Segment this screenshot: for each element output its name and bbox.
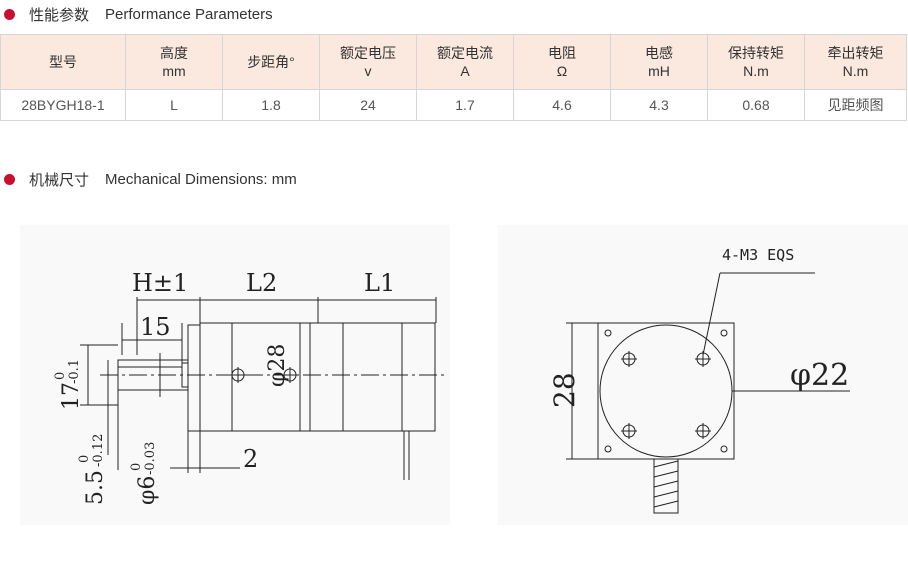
- cell-step-angle: 1.8: [222, 89, 320, 121]
- cell-pullout-torque: 见距频图: [804, 89, 907, 121]
- header-step-angle: 步距角°: [222, 34, 320, 90]
- label-dia17: 17: [59, 382, 84, 410]
- label-l1: L1: [364, 269, 395, 297]
- label-shaft-length: 15: [140, 313, 171, 341]
- performance-title-cn: 性能参数: [29, 6, 90, 24]
- mechanical-section-header: 机械尺寸 Mechanical Dimensions: mm: [0, 168, 297, 190]
- label-flat55-group: 5.5 -0.12 0: [77, 434, 108, 505]
- red-bullet-icon: [4, 173, 15, 185]
- label-shaft6-group: φ6 -0.03 0: [129, 442, 160, 505]
- mechanical-title-cn: 机械尺寸: [29, 171, 90, 189]
- cell-model: 28BYGH18-1: [0, 89, 126, 121]
- cell-height: L: [125, 89, 223, 121]
- performance-section-header: 性能参数 Performance Parameters: [0, 3, 273, 25]
- label-dia22: φ22: [790, 358, 849, 393]
- label-flat55-tol: -0.12: [91, 434, 106, 467]
- label-dia17-group: 17 -0.1 0: [53, 359, 84, 410]
- label-dia17-tol: -0.1: [67, 359, 82, 384]
- cell-inductance: 4.3: [610, 89, 708, 121]
- front-view-panel: [498, 225, 908, 525]
- table-row: 28BYGH18-1 L 1.8 24 1.7 4.6 4.3 0.68 见距频…: [0, 89, 907, 121]
- drawing-svg: H±1 L2 L1 15 φ28 2 17 -0.1 0 5.5 -0.12 0…: [20, 225, 908, 525]
- label-shaft6: φ6: [135, 476, 160, 505]
- label-shaft6-tol: -0.03: [143, 442, 158, 475]
- side-view: [80, 297, 445, 480]
- label-size28: 28: [548, 372, 581, 408]
- front-view: [566, 272, 850, 514]
- red-bullet-icon: [4, 8, 15, 20]
- label-screws: 4-M3 EQS: [722, 246, 794, 264]
- label-shaft6-zero: 0: [129, 463, 144, 471]
- header-model: 型号: [0, 34, 126, 90]
- label-h-tol: H±1: [132, 269, 188, 297]
- cell-rated-voltage: 24: [319, 89, 417, 121]
- cell-holding-torque: 0.68: [707, 89, 805, 121]
- mechanical-drawing: H±1 L2 L1 15 φ28 2 17 -0.1 0 5.5 -0.12 0…: [0, 205, 908, 587]
- label-flat55-zero: 0: [77, 455, 92, 463]
- label-dia28: φ28: [265, 344, 290, 387]
- label-dia17-zero: 0: [53, 372, 68, 380]
- label-l2: L2: [246, 269, 277, 297]
- label-flat55: 5.5: [83, 470, 108, 505]
- label-flat-dim: 2: [243, 445, 258, 473]
- performance-title-en: Performance Parameters: [105, 5, 273, 23]
- cell-resistance: 4.6: [513, 89, 611, 121]
- cell-rated-current: 1.7: [416, 89, 514, 121]
- cable: [653, 458, 679, 514]
- mechanical-title-en: Mechanical Dimensions: mm: [105, 170, 297, 188]
